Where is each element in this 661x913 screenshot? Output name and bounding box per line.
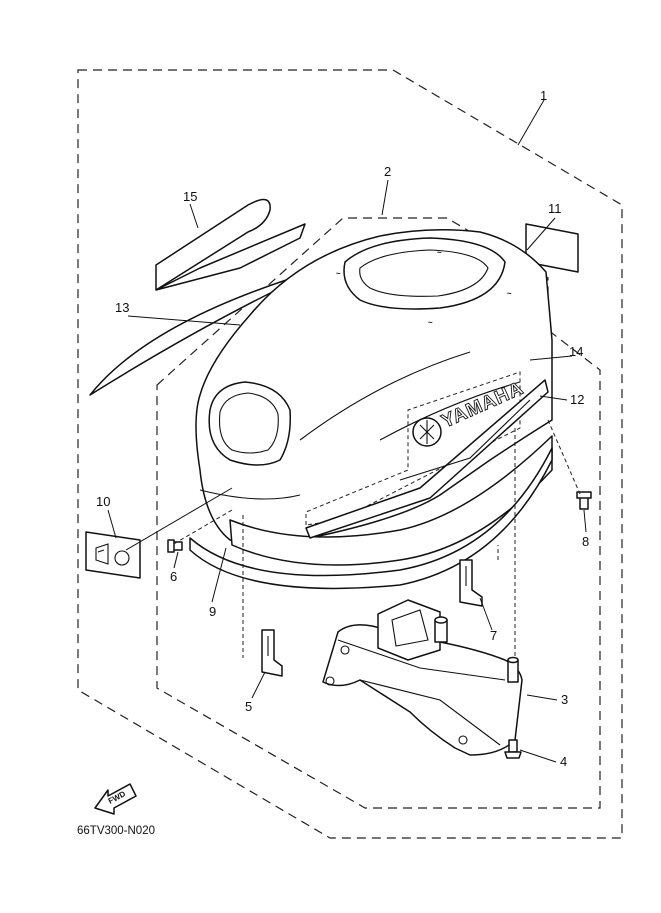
callout-8: 8 — [582, 534, 589, 549]
screw-8 — [576, 491, 592, 510]
callout-14: 14 — [569, 344, 583, 359]
decal-side-stripe — [305, 379, 549, 539]
svg-text:~: ~ — [507, 289, 512, 298]
callout-7: 7 — [490, 628, 497, 643]
cowling-seal — [189, 447, 553, 590]
bracket-7 — [459, 559, 483, 607]
callout-12: 12 — [570, 392, 584, 407]
callout-3: 3 — [561, 692, 568, 707]
assembly-boundary-outer — [77, 69, 623, 839]
callout-10: 10 — [96, 494, 110, 509]
decal-top-stripe — [155, 198, 271, 291]
side-panel-outline — [305, 371, 521, 526]
svg-text:~: ~ — [336, 269, 341, 278]
callout-13: 13 — [115, 300, 129, 315]
decal-40-emblem — [85, 531, 141, 579]
callout-5: 5 — [245, 699, 252, 714]
bracket-5 — [261, 629, 283, 677]
svg-text:~: ~ — [437, 248, 442, 257]
callout-2: 2 — [384, 164, 391, 179]
screw-6 — [167, 539, 183, 553]
callout-9: 9 — [209, 604, 216, 619]
callout-1: 1 — [540, 88, 547, 103]
callout-15: 15 — [183, 189, 197, 204]
callout-11: 11 — [548, 201, 562, 216]
screw-4 — [504, 739, 522, 759]
lower-cowling-bracket — [322, 599, 523, 756]
assembly-boundary-inner — [156, 217, 601, 809]
forward-arrow-icon: FWD — [94, 783, 137, 815]
callout-6: 6 — [170, 569, 177, 584]
drawing-code: 66TV300-N020 — [77, 825, 155, 837]
svg-text:~: ~ — [428, 318, 433, 327]
callout-4: 4 — [560, 754, 567, 769]
